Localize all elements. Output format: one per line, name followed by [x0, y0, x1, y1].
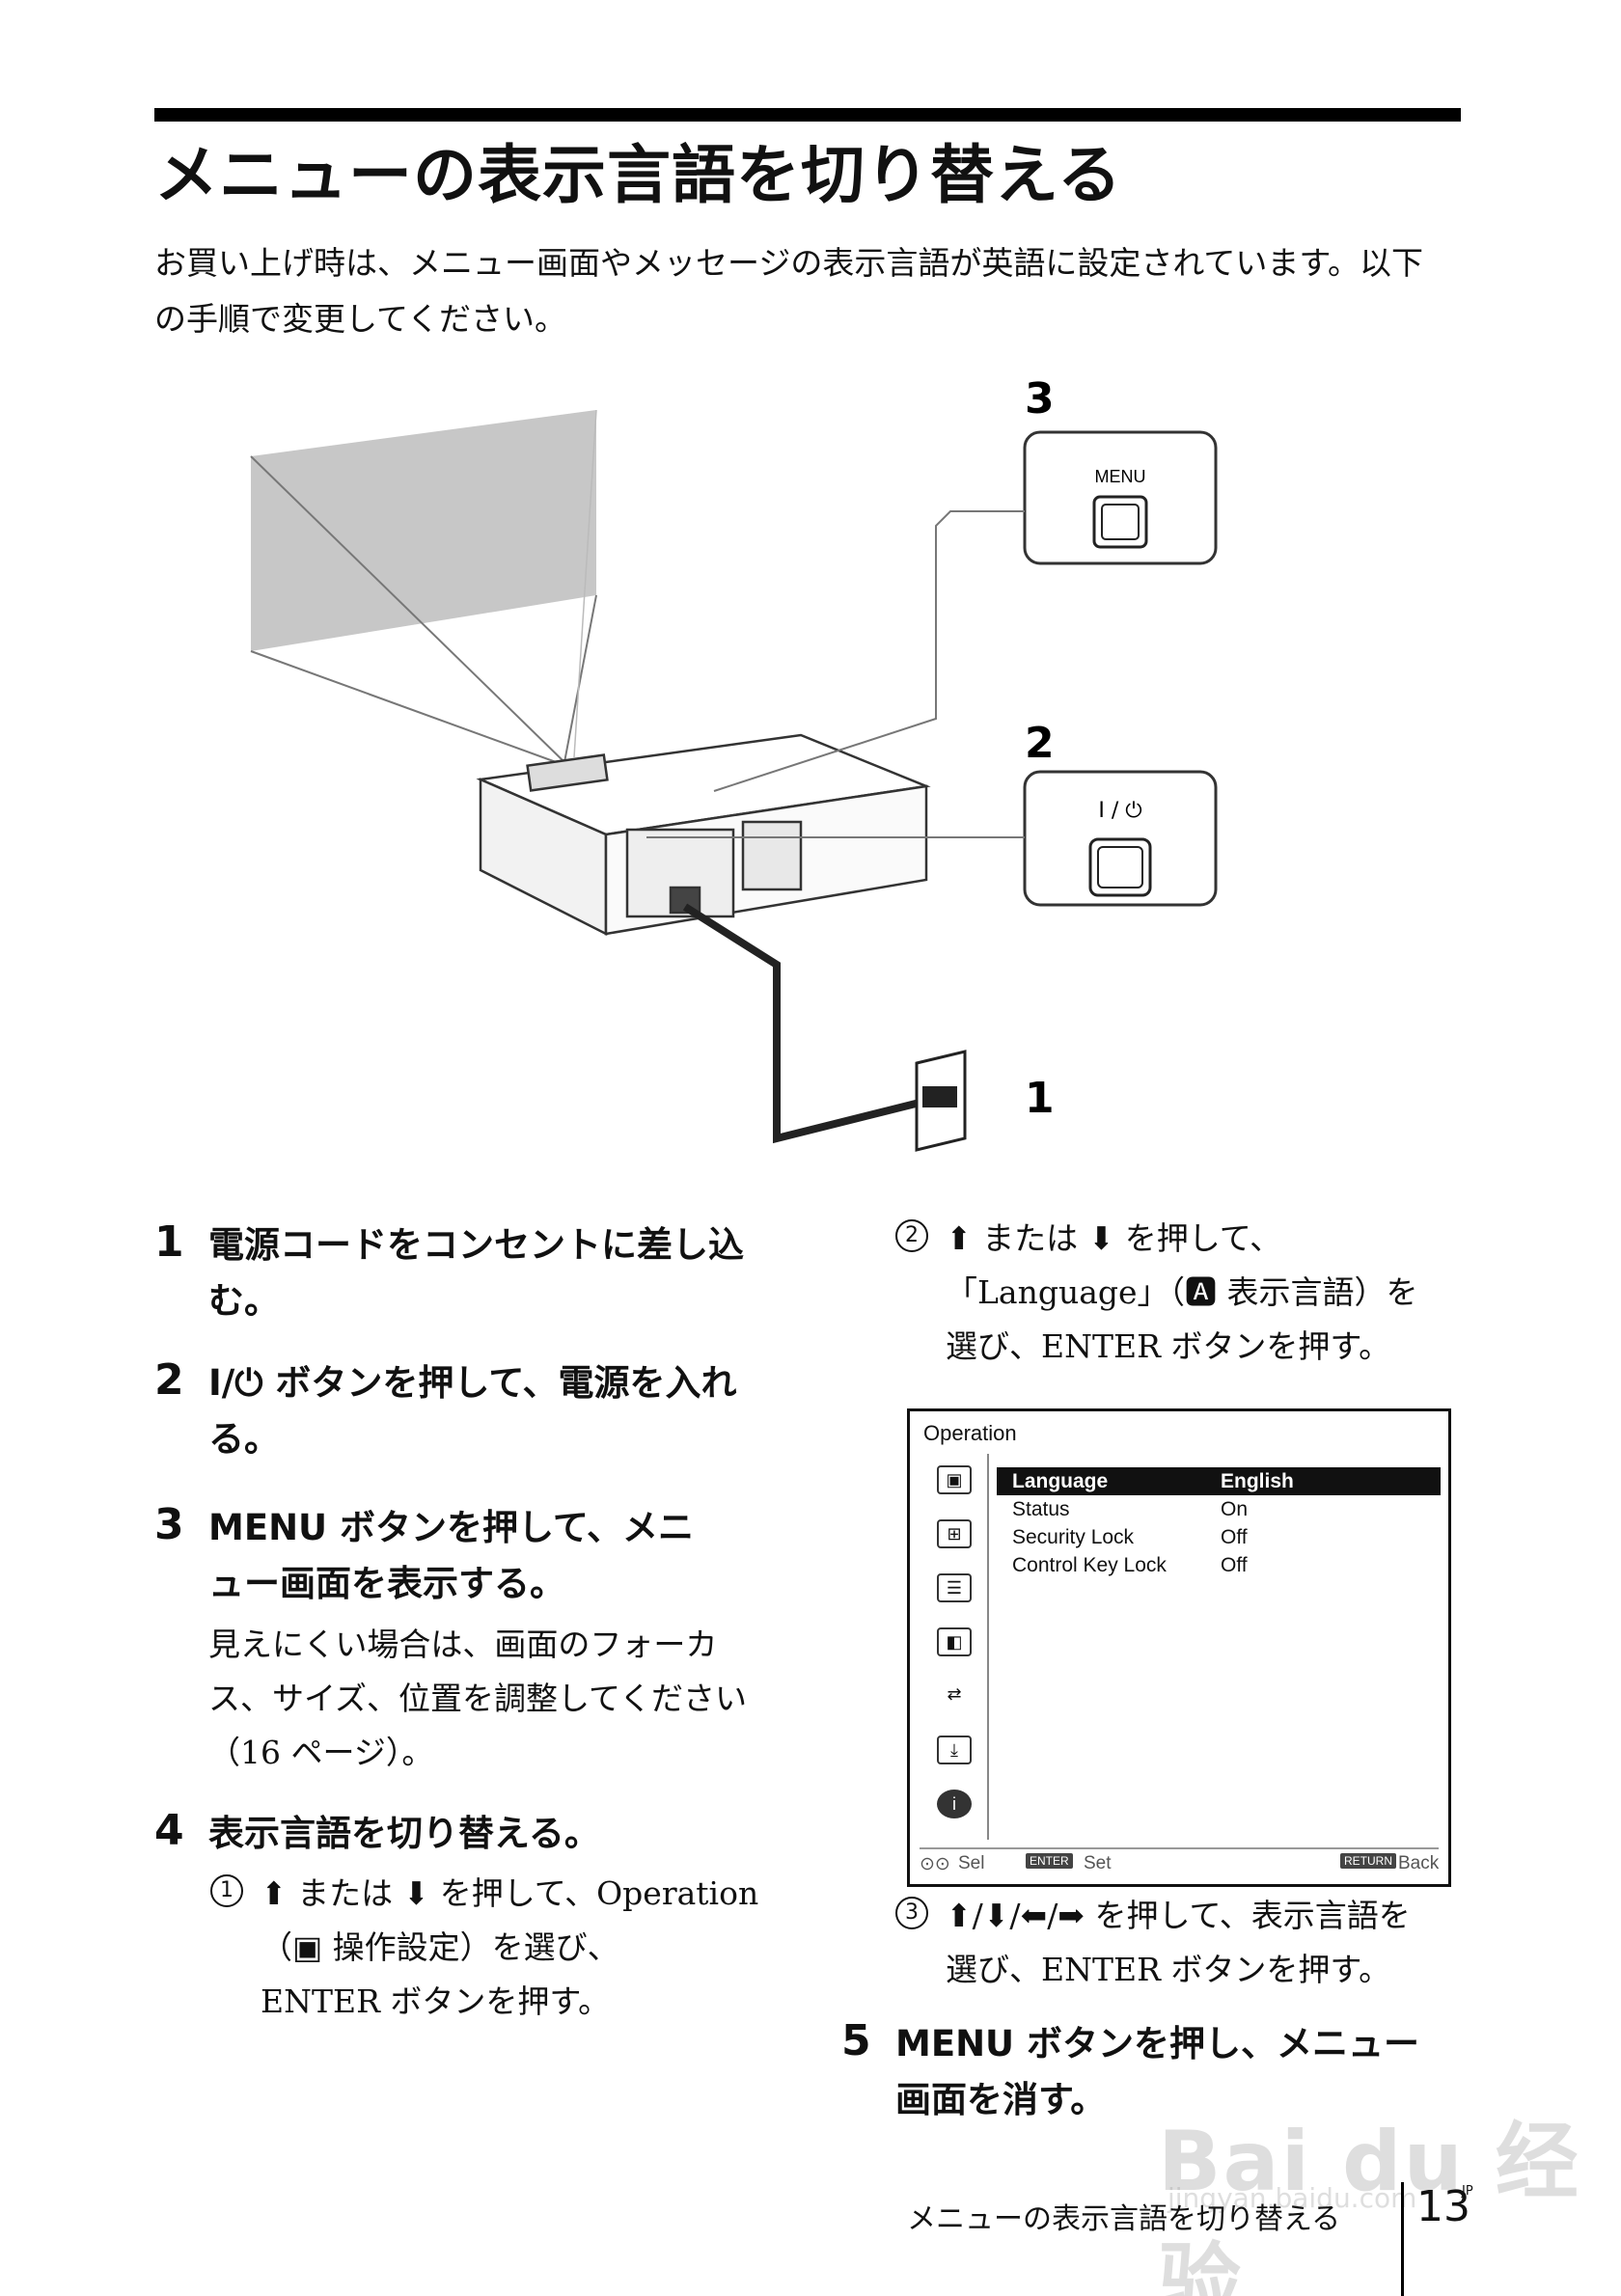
- step-5: 5 MENU ボタンを押し、メニュー 画面を消す。: [841, 2016, 1459, 2142]
- osd-sidebar: ▣ ⊞ ☰ ◧ ⇄ ⤓ i: [921, 1454, 989, 1840]
- osd-back-label: Back: [1398, 1853, 1440, 1873]
- substep-line: 選び、ENTER ボタンを押す。: [946, 1951, 1391, 1988]
- callout-3-number: 3: [1025, 376, 1055, 424]
- page-number: 13: [1416, 2182, 1470, 2231]
- baidu-watermark-url: jingyan.baidu.com: [1168, 2182, 1417, 2214]
- wall-outlet: [915, 1050, 967, 1152]
- osd-divider: [920, 1847, 1439, 1849]
- picture-icon[interactable]: ▣: [937, 1465, 972, 1494]
- step-text: 電源コードをコンセントに差し込む。: [208, 1224, 744, 1322]
- info-icon[interactable]: i: [937, 1790, 972, 1818]
- step-number: 1: [154, 1217, 184, 1267]
- osd-row-label: Security Lock: [1012, 1526, 1135, 1548]
- step-number: 5: [841, 2016, 871, 2065]
- substep-line: （▣ 操作設定）を選び、: [261, 1928, 619, 1966]
- intro-text: お買い上げ時は、メニュー画面やメッセージの表示言語が英語に設定されています。以下…: [154, 244, 1424, 338]
- osd-set-label: Set: [1084, 1853, 1112, 1873]
- updown-icon: ⊙⊙: [920, 1854, 950, 1874]
- osd-row-label: Control Key Lock: [1012, 1554, 1167, 1576]
- step-3: 3 MENU ボタンを押して、メニュー画面を表示する。 見えにくい場合は、画面の…: [154, 1500, 772, 1790]
- osd-row-value: On: [1221, 1498, 1249, 1520]
- power-button-icon: [1088, 837, 1152, 897]
- menu-button-icon: [1092, 495, 1148, 549]
- osd-title: Operation: [923, 1421, 1017, 1445]
- menu-button-label: MENU: [1095, 467, 1146, 486]
- osd-sel-label: Sel: [958, 1853, 985, 1873]
- substep-line: ⬆ または ⬇ を押して、Operation: [261, 1874, 759, 1912]
- substep-2: 2 ⬆ または ⬇ を押して、 「Language」（🅰 表示言語）を 選び、E…: [895, 1212, 1455, 1385]
- step-text-line: 画面を消す。: [895, 2079, 1107, 2120]
- substep-3: 3 ⬆/⬇/⬅/➡ を押して、表示言語を 選び、ENTER ボタンを押す。: [895, 1889, 1455, 2005]
- osd-row-label: Status: [1012, 1498, 1070, 1520]
- step-1: 1 電源コードをコンセントに差し込む。: [154, 1217, 772, 1333]
- osd-row-label: Language: [1012, 1470, 1109, 1492]
- operation-icon[interactable]: ◧: [937, 1627, 972, 1656]
- osd-row-control-key-lock[interactable]: Control Key Lock Off: [997, 1551, 1441, 1579]
- page-title: メニューの表示言語を切り替える: [154, 138, 1123, 212]
- step-4: 4 表示言語を切り替える。: [154, 1806, 772, 1873]
- enter-key-icon: ENTER: [1026, 1853, 1073, 1869]
- step-2: 2 I/⏻ ボタンを押して、電源を入れる。: [154, 1355, 772, 1471]
- osd-status-bar: ⊙⊙ Sel ENTER Set RETURN Back: [920, 1853, 1441, 1876]
- step-number: 4: [154, 1806, 184, 1855]
- substep-number: 3: [895, 1897, 928, 1929]
- power-button-label: I / ⏻: [1098, 799, 1141, 823]
- installation-icon[interactable]: ⤓: [937, 1736, 972, 1764]
- osd-row-language[interactable]: Language English: [997, 1467, 1441, 1495]
- footer-section-title: メニューの表示言語を切り替える: [907, 2202, 1341, 2236]
- return-key-icon: RETURN: [1340, 1853, 1396, 1869]
- step-note: 見えにくい場合は、画面のフォーカス、サイズ、位置を調整してください（16 ページ…: [208, 1626, 748, 1771]
- projector-body: [476, 733, 931, 937]
- projection-screen: [251, 410, 596, 651]
- title-rule: [154, 108, 1461, 122]
- osd-operation-menu: Operation ▣ ⊞ ☰ ◧ ⇄ ⤓ i Language English…: [907, 1408, 1451, 1887]
- step-number: 2: [154, 1355, 184, 1405]
- step-text: I/⏻ ボタンを押して、電源を入れる。: [208, 1362, 737, 1460]
- baidu-watermark-logo: Bai du 经验: [1158, 2114, 1580, 2296]
- screen-icon[interactable]: ⊞: [937, 1519, 972, 1548]
- step-text: 表示言語を切り替える。: [208, 1813, 600, 1854]
- osd-row-value: Off: [1221, 1526, 1248, 1548]
- substep-line: ⬆ または ⬇ を押して、: [946, 1219, 1282, 1257]
- substep-line: ⬆/⬇/⬅/➡ を押して、表示言語を: [946, 1897, 1411, 1934]
- connection-icon[interactable]: ⇄: [947, 1684, 962, 1704]
- substep-number: 2: [895, 1219, 928, 1252]
- substep-number: 1: [210, 1874, 243, 1907]
- substep-line: ENTER ボタンを押す。: [261, 1982, 611, 2020]
- osd-row-security-lock[interactable]: Security Lock Off: [997, 1523, 1441, 1551]
- osd-row-value: Off: [1221, 1554, 1248, 1576]
- step-text-line: MENU ボタンを押し、メニュー: [895, 2023, 1419, 2064]
- substep-line: 選び、ENTER ボタンを押す。: [946, 1327, 1391, 1365]
- setup-icon[interactable]: ☰: [937, 1573, 972, 1602]
- footer-rule: [1401, 2182, 1404, 2296]
- substep-1: 1 ⬆ または ⬇ を押して、Operation （▣ 操作設定）を選び、 EN…: [210, 1867, 789, 2040]
- power-cord: [682, 903, 932, 1144]
- step-number: 3: [154, 1500, 184, 1549]
- projector-illustration: 3 MENU 2 I / ⏻ 1: [232, 376, 1235, 1177]
- page-lang-tag: JP: [1462, 2184, 1473, 2199]
- callout-2-number: 2: [1025, 719, 1055, 768]
- callout-1-number: 1: [1025, 1074, 1055, 1123]
- substep-line: 「Language」（🅰 表示言語）を: [946, 1273, 1418, 1311]
- osd-row-status[interactable]: Status On: [997, 1495, 1441, 1523]
- osd-row-value: English: [1221, 1470, 1294, 1492]
- step-text: MENU ボタンを押して、メニュー画面を表示する。: [208, 1507, 695, 1604]
